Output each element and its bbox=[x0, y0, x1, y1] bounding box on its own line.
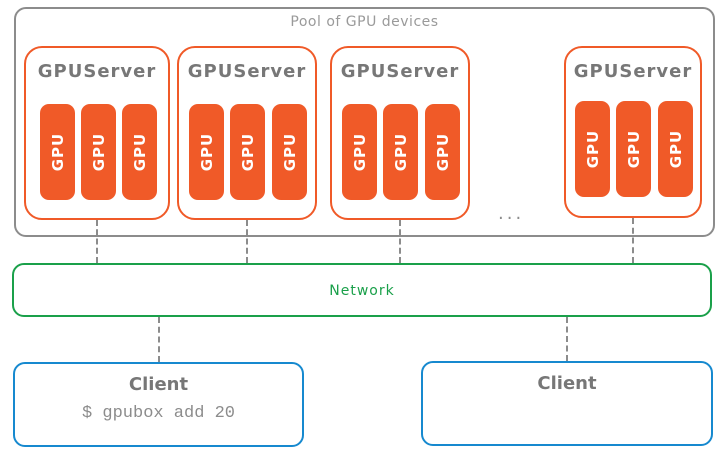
gpu-label: GPU bbox=[666, 129, 685, 169]
gpu-label: GPU bbox=[433, 132, 452, 172]
gpu-pool bbox=[14, 7, 715, 237]
gpu-device: GPU bbox=[272, 104, 307, 200]
gpu-device: GPU bbox=[122, 104, 157, 200]
client-command: $ gpubox add 20 bbox=[81, 404, 236, 423]
gpu-device: GPU bbox=[40, 104, 75, 200]
gpu-label: GPU bbox=[391, 132, 410, 172]
gpu-device: GPU bbox=[383, 104, 418, 200]
gpu-label: GPU bbox=[280, 132, 299, 172]
ellipsis: ... bbox=[498, 203, 525, 224]
gpu-device: GPU bbox=[616, 101, 651, 197]
gpu-label: GPU bbox=[624, 129, 643, 169]
pool-title: Pool of GPU devices bbox=[290, 14, 439, 30]
connector-line bbox=[246, 220, 248, 263]
server-title: GPUServer bbox=[340, 61, 460, 82]
client-box: Client $ gpubox add 20 bbox=[13, 362, 304, 447]
network-label: Network bbox=[329, 283, 395, 299]
gpu-label: GPU bbox=[130, 132, 149, 172]
gpu-label: GPU bbox=[89, 132, 108, 172]
client-box: Client bbox=[421, 361, 713, 446]
gpu-label: GPU bbox=[583, 129, 602, 169]
server-title: GPUServer bbox=[37, 61, 157, 82]
gpu-device: GPU bbox=[425, 104, 460, 200]
gpu-label: GPU bbox=[350, 132, 369, 172]
server-title: GPUServer bbox=[187, 61, 307, 82]
gpu-server: GPUServer GPU GPU GPU bbox=[177, 46, 317, 220]
network-bar: Network bbox=[12, 263, 712, 317]
gpu-device: GPU bbox=[230, 104, 265, 200]
gpu-server: GPUServer GPU GPU GPU bbox=[24, 46, 170, 220]
gpu-device: GPU bbox=[658, 101, 693, 197]
connector-line bbox=[158, 317, 160, 362]
client-title: Client bbox=[128, 374, 189, 395]
gpu-device: GPU bbox=[342, 104, 377, 200]
gpu-device: GPU bbox=[189, 104, 224, 200]
gpu-label: GPU bbox=[238, 132, 257, 172]
connector-line bbox=[96, 220, 98, 263]
server-title: GPUServer bbox=[573, 61, 693, 82]
gpu-device: GPU bbox=[81, 104, 116, 200]
gpu-label: GPU bbox=[48, 132, 67, 172]
connector-line bbox=[632, 218, 634, 263]
gpu-server: GPUServer GPU GPU GPU bbox=[564, 46, 702, 218]
gpu-label: GPU bbox=[197, 132, 216, 172]
gpu-server: GPUServer GPU GPU GPU bbox=[330, 46, 470, 220]
gpu-device: GPU bbox=[575, 101, 610, 197]
client-title: Client bbox=[537, 373, 597, 394]
connector-line bbox=[566, 317, 568, 361]
connector-line bbox=[399, 220, 401, 263]
